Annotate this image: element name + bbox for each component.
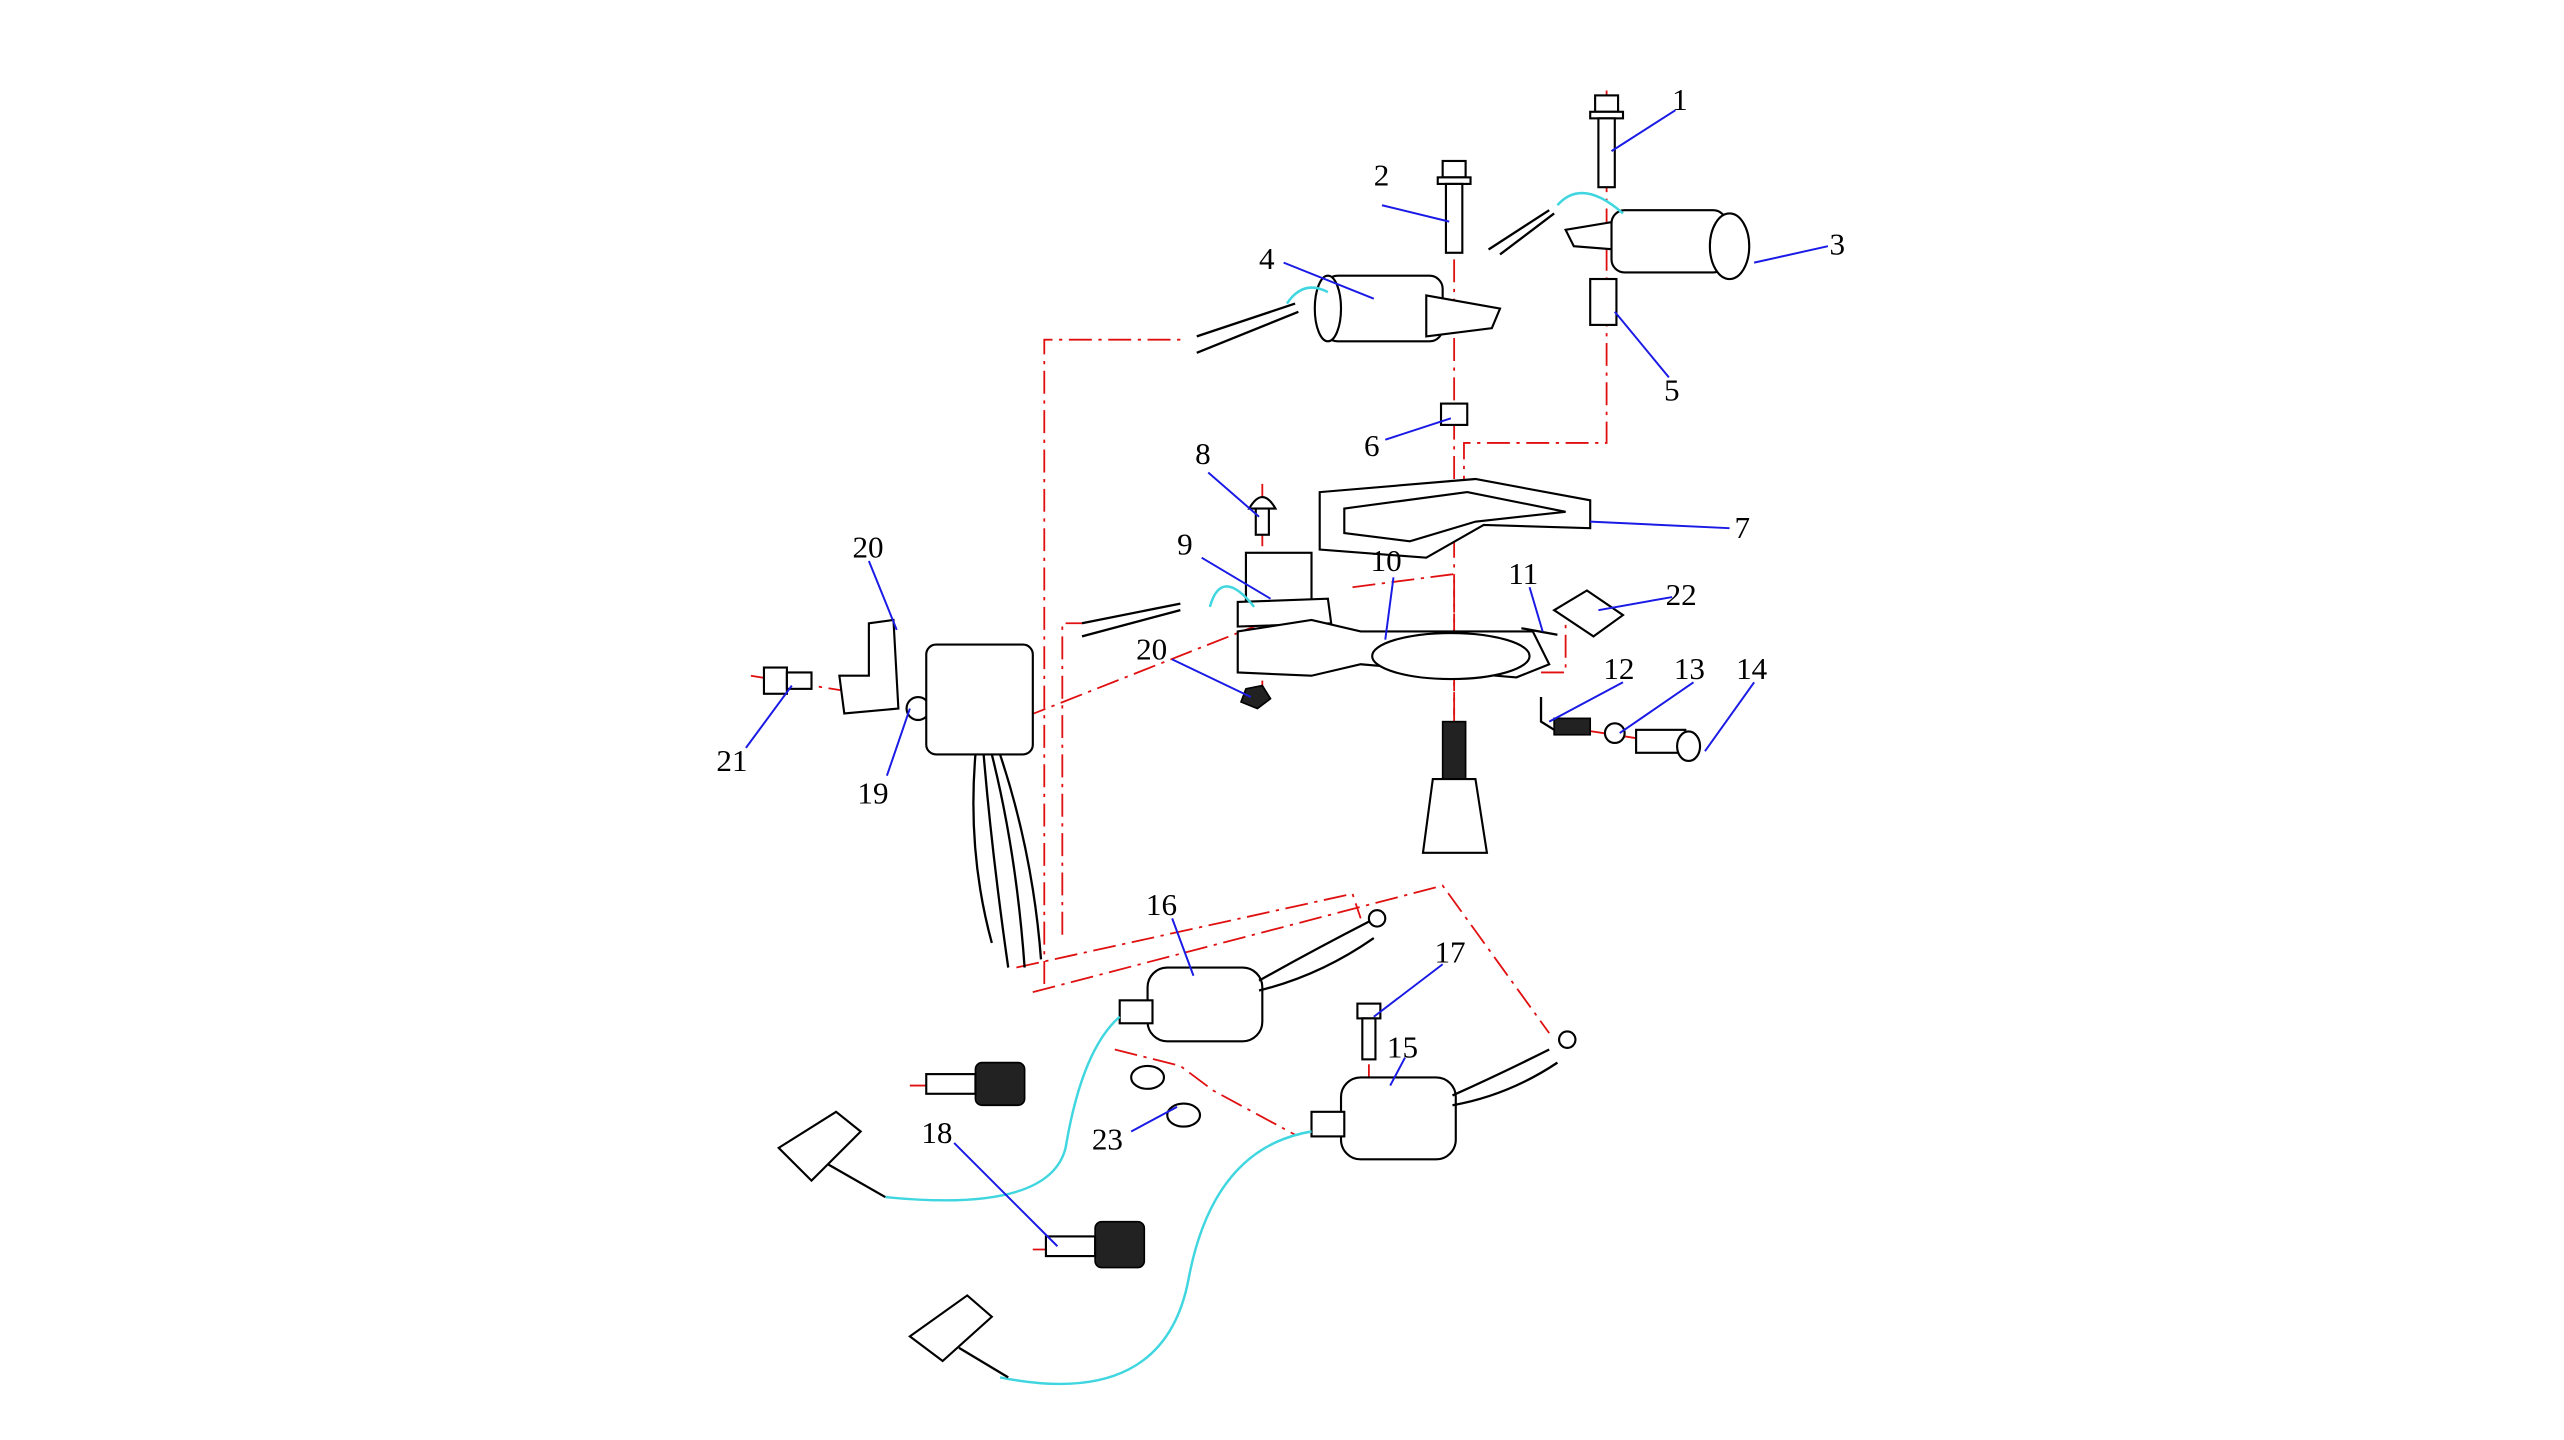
part-3-ignition-coil[interactable] [1487, 191, 1751, 281]
part-20-bracket[interactable] [838, 618, 900, 715]
part-21-plug[interactable] [762, 666, 813, 695]
callout-5: 5 [1664, 372, 1680, 407]
part-6-spacer[interactable] [1439, 402, 1469, 426]
callout-11: 11 [1508, 556, 1538, 591]
callout-18: 18 [921, 1115, 952, 1150]
callout-3: 3 [1830, 226, 1846, 261]
part-11-pin[interactable] [1521, 627, 1558, 636]
part-8-screw[interactable] [1247, 496, 1278, 536]
part-22-clip-nut[interactable] [1552, 589, 1625, 638]
callout-8: 8 [1195, 436, 1211, 471]
part-2-bolt[interactable] [1436, 159, 1472, 254]
callout-4: 4 [1259, 241, 1275, 276]
part-14-connector[interactable] [1635, 728, 1702, 763]
part-5-spacer[interactable] [1589, 277, 1618, 326]
part-10-base-plate[interactable] [1236, 618, 1551, 681]
leader-lines [745, 109, 1829, 1247]
part-18-spark-plug[interactable] [925, 1061, 1146, 1269]
callout-2: 2 [1374, 158, 1390, 193]
callout-9: 9 [1177, 526, 1193, 561]
callout-23: 23 [1092, 1122, 1123, 1157]
ignition-module[interactable] [925, 643, 1043, 968]
callout-7: 7 [1734, 510, 1750, 545]
part-7-bracket[interactable] [1318, 477, 1592, 559]
part-15-ignition-coil[interactable] [999, 1030, 1577, 1386]
callout-21: 21 [716, 743, 747, 778]
callout-17: 17 [1434, 935, 1465, 970]
spark-plug-cap[interactable] [777, 1110, 1009, 1379]
part-23-clamp[interactable] [1130, 1064, 1202, 1128]
part-13-nut[interactable] [1603, 722, 1626, 745]
callout-22: 22 [1666, 577, 1697, 612]
part-20-nut[interactable] [1239, 684, 1272, 710]
callout-13: 13 [1674, 651, 1705, 686]
callout-10: 10 [1371, 543, 1402, 578]
callout-labels: 1 2 3 4 5 6 7 8 9 10 11 12 13 14 15 16 1… [716, 82, 1845, 1156]
callout-6: 6 [1364, 428, 1380, 463]
callout-20-nut: 20 [1136, 631, 1167, 666]
part-4-ignition-coil[interactable] [1196, 274, 1502, 354]
callout-15: 15 [1387, 1030, 1418, 1065]
callout-12: 12 [1603, 651, 1634, 686]
callout-1: 1 [1672, 82, 1688, 117]
part-12-spring[interactable] [1539, 697, 1592, 736]
shaft [1421, 720, 1489, 854]
callout-16: 16 [1146, 887, 1177, 922]
part-17-bolt[interactable] [1356, 1002, 1382, 1061]
callout-20-bracket: 20 [852, 530, 883, 565]
callout-19: 19 [857, 776, 888, 811]
callout-14: 14 [1736, 651, 1768, 686]
part-1-bolt[interactable] [1589, 94, 1625, 189]
part-16-ignition-coil[interactable] [885, 909, 1387, 1202]
